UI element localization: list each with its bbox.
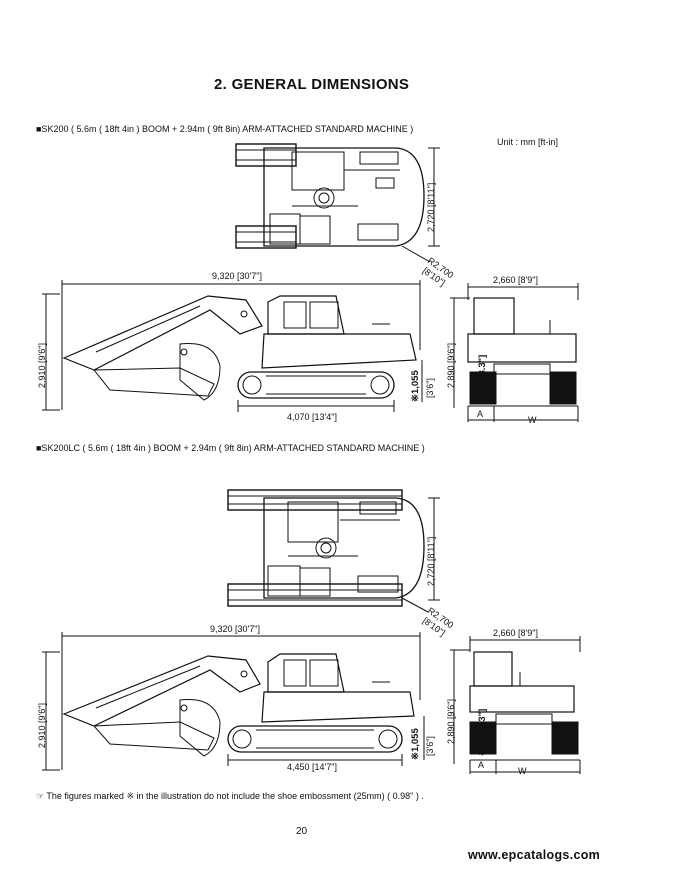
sk200-overall-width: 2,660 [8'9"]: [493, 275, 538, 285]
sk200lc-top-view: [227, 489, 429, 613]
sk200-cab-height: 2,890 [9'6"]: [446, 343, 456, 388]
sk200lc-side-view: [62, 653, 415, 757]
watermark-url: www.epcatalogs.com: [468, 848, 601, 862]
sk200-tumbler-distance: 4,070 [13'4"]: [287, 412, 337, 422]
sk200lc-min-clearance: ※465: [477, 731, 488, 756]
sk200-ground-clearance-ft: [3'6"]: [425, 378, 435, 398]
page-title: 2. GENERAL DIMENSIONS: [214, 76, 410, 93]
sk200-front-view: [467, 297, 577, 405]
sk200lc-overall-length: 9,320 [30'7"]: [210, 624, 260, 634]
sk200-top-width: 2,720 [8'11"]: [426, 183, 436, 232]
sk200-min-clearance-ft: [18.3"]: [477, 355, 488, 384]
sk200lc-tumbler-distance: 4,450 [14'7"]: [287, 762, 337, 772]
sk200lc-ground-clearance-ft: [3'6"]: [425, 736, 435, 756]
sk200-top-view: [235, 143, 431, 263]
sk200-overall-height: 2,910 [9'6"]: [37, 343, 47, 388]
sk200lc-top-width: 2,720 [8'11"]: [426, 537, 436, 586]
sk200-top-width-dim: [428, 147, 440, 247]
sk200lc-label-w: W: [518, 766, 527, 776]
unit-label: Unit : mm [ft-in]: [497, 137, 559, 147]
sk200-side-view: [62, 295, 417, 401]
section-heading-sk200lc: ■SK200LC ( 5.6m ( 18ft 4in ) BOOM + 2.94…: [36, 443, 425, 453]
sk200lc-overall-width: 2,660 [8'9"]: [493, 628, 538, 638]
shoe-embossment-note: ☞ The figures marked ※ in the illustrati…: [36, 791, 424, 801]
sk200lc-ground-clearance: ※1,055: [410, 728, 421, 760]
sk200-label-a: A: [477, 409, 483, 419]
sk200-label-w: W: [528, 415, 537, 425]
sk200lc-min-clearance-ft: [18.3"]: [477, 709, 488, 738]
sk200lc-label-a: A: [478, 760, 484, 770]
sk200lc-cab-height: 2,890 [9'6"]: [446, 699, 456, 744]
sk200-overall-length: 9,320 [30'7"]: [212, 271, 262, 281]
sk200-ground-clearance: ※1,055: [410, 370, 421, 402]
section-heading-sk200: ■SK200 ( 5.6m ( 18ft 4in ) BOOM + 2.94m …: [36, 124, 414, 134]
sk200lc-overall-height: 2,910 [9'6"]: [37, 703, 47, 748]
sk200-min-clearance: ※465: [477, 377, 488, 402]
page-number: 20: [296, 826, 308, 837]
sk200lc-front-view: [469, 651, 579, 755]
